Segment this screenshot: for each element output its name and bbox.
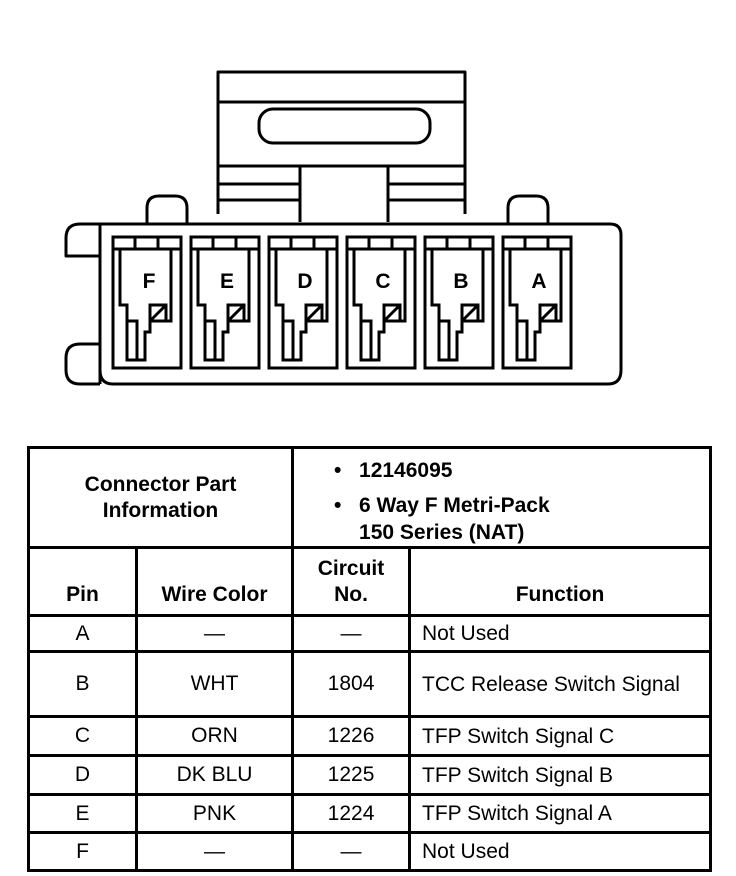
part-number: 12146095 [359, 459, 453, 482]
description-line: • 6 Way F Metri-Pack 150 Series (NAT) [334, 494, 550, 544]
wire-color-cell: — [134, 614, 295, 653]
pin-label-d: D [297, 270, 312, 293]
circuit-cell: 1225 [291, 754, 412, 796]
pin-cell: F [27, 831, 138, 872]
function-cell: TCC Release Switch Signal [408, 650, 713, 718]
column-header-row: Pin Wire Color Circuit No. Function [27, 546, 713, 617]
pin-cell: A [27, 614, 138, 653]
col-header-circuit: Circuit No. [291, 546, 412, 617]
description-line2: 150 Series (NAT) [359, 521, 525, 544]
pin-cavity-f [111, 235, 183, 370]
part-info-values: • 12146095 • 6 Way F Metri-Pack 150 Seri… [291, 446, 713, 549]
col-header-function: Function [408, 546, 713, 617]
wire-color-cell: — [134, 831, 295, 872]
pin-cell: E [27, 793, 138, 834]
wire-color-cell: ORN [134, 715, 295, 757]
table-row: C ORN 1226 TFP Switch Signal C [27, 715, 713, 757]
connector-shell [98, 222, 623, 386]
function-cell: Not Used [408, 831, 713, 872]
table-row: A — — Not Used [27, 614, 713, 653]
function-cell: TFP Switch Signal B [408, 754, 713, 796]
pin-cell: B [27, 650, 138, 718]
pin-label-c: C [375, 270, 390, 293]
pin-cavity-b [423, 235, 495, 370]
function-cell: Not Used [408, 614, 713, 653]
pin-cell: C [27, 715, 138, 757]
function-cell: TFP Switch Signal C [408, 715, 713, 757]
table-row: D DK BLU 1225 TFP Switch Signal B [27, 754, 713, 796]
connector-info-table: Connector Part Information • 12146095 • … [26, 446, 713, 872]
circuit-cell: 1226 [291, 715, 412, 757]
pin-cavity-d [267, 235, 339, 370]
pin-cavity-e [189, 235, 261, 370]
wire-color-cell: WHT [134, 650, 295, 718]
pin-label-f: F [143, 270, 156, 293]
col-header-pin: Pin [27, 546, 138, 617]
pin-label-b: B [453, 270, 468, 293]
function-cell: TFP Switch Signal A [408, 793, 713, 834]
wire-color-cell: PNK [134, 793, 295, 834]
circuit-cell: 1224 [291, 793, 412, 834]
connector-tab-left [145, 194, 189, 224]
table-row: E PNK 1224 TFP Switch Signal A [27, 793, 713, 834]
pin-cell: D [27, 754, 138, 796]
table-row: F — — Not Used [27, 831, 713, 872]
table-row: B WHT 1804 TCC Release Switch Signal [27, 650, 713, 718]
part-number-line: • 12146095 [334, 459, 453, 482]
pin-cavity-a [501, 235, 573, 370]
circuit-cell: — [291, 831, 412, 872]
part-info-label: Connector Part Information [26, 446, 295, 549]
part-info-row: Connector Part Information • 12146095 • … [26, 446, 713, 549]
circuit-cell: — [291, 614, 412, 653]
pin-label-a: A [531, 270, 546, 293]
wire-color-cell: DK BLU [134, 754, 295, 796]
pin-label-e: E [220, 270, 234, 293]
description-line1: 6 Way F Metri-Pack [359, 494, 550, 517]
latch-slot [257, 107, 432, 145]
connector-latch [216, 70, 467, 214]
connector-tab-right [506, 194, 550, 224]
col-header-wire-color: Wire Color [134, 546, 295, 617]
pin-cavity-c [345, 235, 417, 370]
circuit-cell: 1804 [291, 650, 412, 718]
